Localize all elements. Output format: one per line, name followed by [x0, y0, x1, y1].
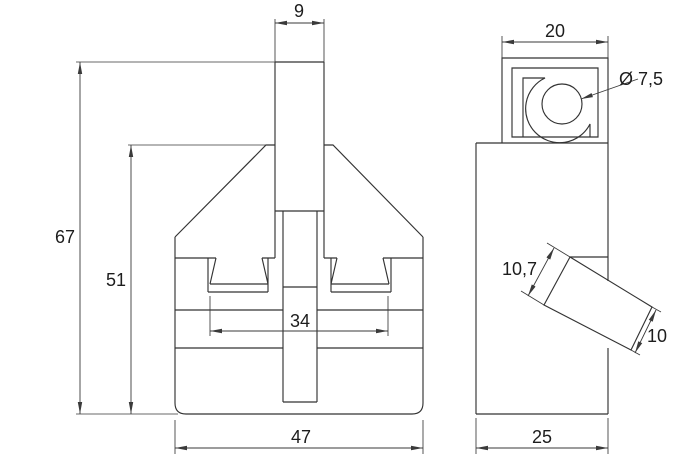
front-shoulder-right: [324, 144, 424, 238]
dimension-head-width: 20: [501, 21, 609, 58]
side-hole-circle: [541, 83, 583, 125]
dim-label-10-7: 10,7: [502, 259, 537, 279]
side-clip-profile: [522, 77, 591, 144]
dim-label-hole: Ø 7,5: [619, 69, 663, 89]
dimension-base-width: 47: [174, 420, 424, 454]
front-view: 9 67 51 34 47: [55, 1, 424, 454]
dimension-stem-width: 9: [274, 1, 325, 62]
dimension-overall-height: 67: [55, 61, 275, 415]
dim-label-9: 9: [294, 1, 304, 21]
side-head-inner: [511, 67, 599, 138]
front-central-channel: [282, 211, 318, 403]
dimension-tab-lower-end: 10: [630, 306, 667, 356]
dimension-base-depth: 25: [475, 418, 609, 454]
front-groove-right: [330, 257, 392, 293]
dim-label-34: 34: [290, 311, 310, 331]
dimension-body-height: 51: [106, 144, 266, 414]
dim-label-47: 47: [291, 427, 311, 447]
dim-label-25: 25: [532, 427, 552, 447]
side-view: 20 Ø 7,5 10,7 10 25: [475, 21, 667, 454]
side-head-outer: [501, 57, 609, 143]
dim-label-51: 51: [106, 270, 126, 290]
dim-label-67: 67: [55, 227, 75, 247]
dimension-tab-upper-end: 10,7: [502, 242, 571, 306]
front-groove-left: [207, 257, 269, 293]
front-body-outline: [174, 237, 424, 415]
dim-label-20: 20: [545, 21, 565, 41]
dimension-hole-diameter: Ø 7,5: [580, 69, 663, 100]
side-body-outline: [475, 142, 609, 415]
side-angled-tab: [543, 256, 653, 351]
front-shoulder-left: [174, 144, 275, 238]
dim-label-10: 10: [647, 326, 667, 346]
front-stem: [274, 61, 325, 258]
dimension-groove-span: 34: [209, 296, 389, 336]
